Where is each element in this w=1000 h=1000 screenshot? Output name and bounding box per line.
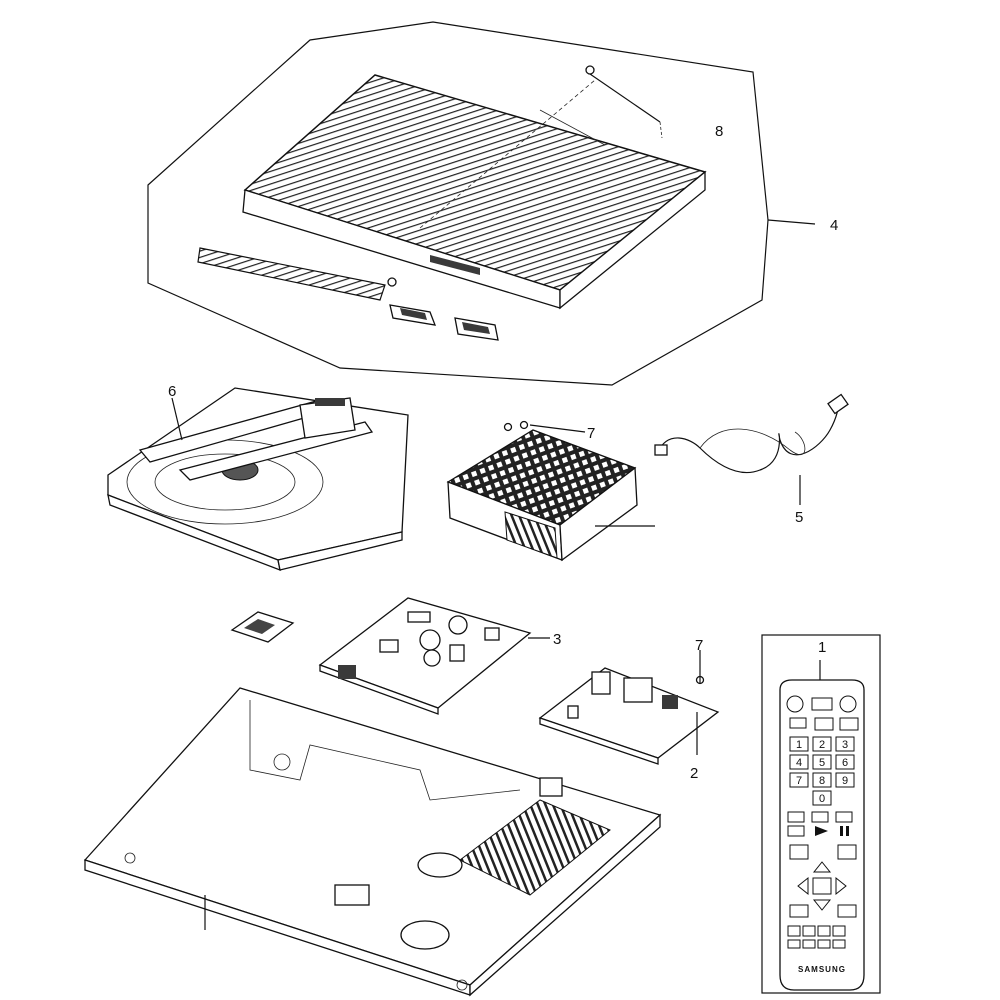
top-cover-side-face	[559, 170, 706, 310]
callout-4: 4	[830, 217, 838, 234]
bottom-chassis	[83, 687, 662, 997]
callout-3: 3	[553, 631, 561, 648]
screw-7-upper-b	[519, 420, 529, 430]
d-pad	[797, 861, 847, 911]
disc-loader	[107, 387, 409, 572]
key-8: 8	[819, 775, 825, 787]
key-7: 7	[796, 775, 802, 787]
screw-8	[585, 65, 595, 75]
key-3: 3	[842, 739, 848, 751]
remote-frame	[761, 634, 881, 994]
key-2: 2	[819, 739, 825, 751]
screw-7-upper-a	[503, 422, 513, 432]
key-9: 9	[842, 775, 848, 787]
cable	[654, 393, 849, 505]
key-0: 0	[819, 793, 825, 805]
assembly-boundary	[147, 21, 769, 386]
number-keypad: 1 2 3 4 5 6 7 8 9 0	[789, 736, 855, 806]
top-cover	[243, 74, 707, 291]
sub-board	[538, 650, 720, 765]
callout-7-lower: 7	[695, 637, 703, 654]
callout-8: 8	[715, 123, 723, 140]
callout-1: 1	[818, 639, 826, 656]
key-5: 5	[819, 757, 825, 769]
callout-5: 5	[795, 509, 803, 526]
power-supply-block	[446, 420, 655, 562]
callout-7-upper: 7	[587, 425, 595, 442]
remote-brand-label: SAMSUNG	[798, 965, 846, 974]
front-screw	[387, 277, 397, 287]
cabinet-assembly-group	[147, 21, 769, 386]
key-6: 6	[842, 757, 848, 769]
main-board	[318, 597, 550, 715]
remote-control: 1 2 3 4 5 6 7 8 9 0	[761, 634, 881, 994]
callout-2: 2	[690, 765, 698, 782]
key-1: 1	[796, 739, 802, 751]
front-panel-strip	[197, 247, 386, 301]
callout-6: 6	[168, 383, 176, 400]
small-module	[230, 611, 295, 643]
key-4: 4	[796, 757, 802, 769]
